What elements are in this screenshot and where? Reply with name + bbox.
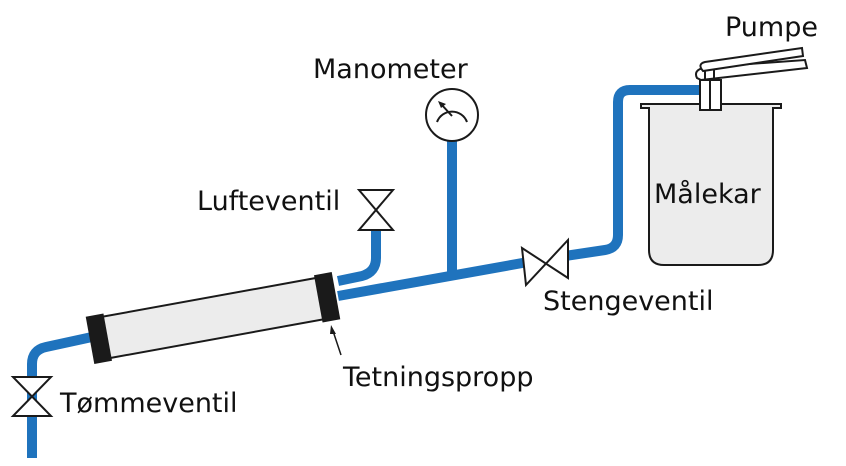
test-tube-body xyxy=(97,276,329,360)
air-valve xyxy=(356,189,396,231)
sealing-plug-pointer xyxy=(330,325,342,356)
manometer-label: Manometer xyxy=(313,54,469,85)
shutoff-valve-body xyxy=(520,237,569,288)
measuring-vessel-body xyxy=(640,103,782,266)
pump-label: Pumpe xyxy=(725,12,818,43)
left-sealing-plug xyxy=(85,313,113,364)
sealing-plug-pointer-arrowhead xyxy=(330,325,336,334)
drain-valve xyxy=(10,376,54,417)
sealing-plug-label: Tetningspropp xyxy=(342,362,533,393)
drain-valve-label: Tømmeventil xyxy=(59,388,238,419)
measuring-vessel xyxy=(640,103,782,266)
pump xyxy=(695,46,809,111)
manometer xyxy=(425,88,479,142)
manometer-scale xyxy=(436,110,468,123)
air-valve-label: Lufteventil xyxy=(197,186,340,217)
right-sealing-plug xyxy=(313,272,341,323)
vessel-pipe xyxy=(564,85,700,261)
drain-pipe xyxy=(27,332,94,458)
pump-handle xyxy=(695,58,809,82)
shutoff-valve xyxy=(520,237,569,288)
pipework xyxy=(27,85,700,458)
test-tube xyxy=(85,272,341,364)
measuring-vessel-label: Målekar xyxy=(654,179,762,210)
air-valve-pipe xyxy=(336,230,381,286)
pump-handle-upper xyxy=(699,46,805,73)
shutoff-valve-label: Stengeventil xyxy=(543,286,714,317)
drain-valve-body xyxy=(10,376,54,417)
manometer-needle-tip xyxy=(438,101,446,108)
sealing-plug-pointer-line xyxy=(332,330,342,356)
air-valve-body xyxy=(356,189,396,231)
main-pipe xyxy=(337,257,529,301)
